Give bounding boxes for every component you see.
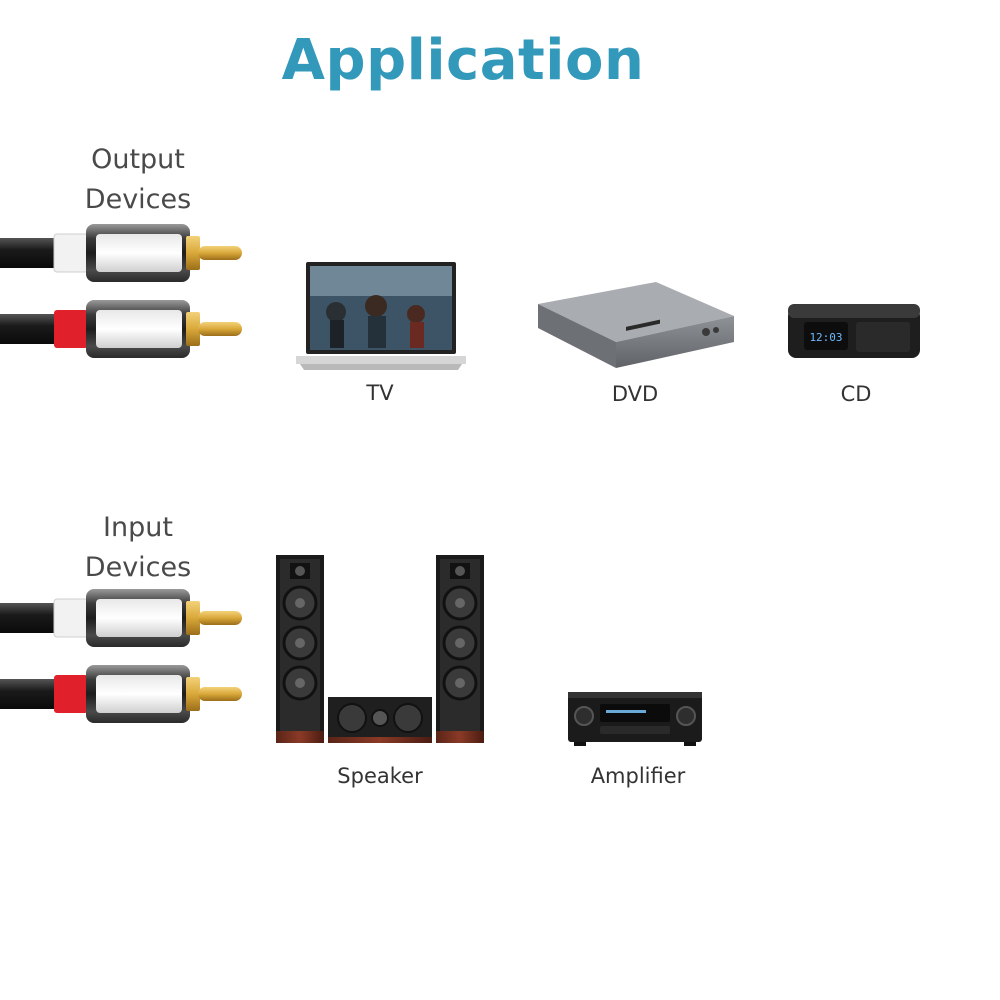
cd-player-icon: 12:03: [788, 304, 920, 358]
device-label-tv: TV: [366, 381, 394, 405]
device-label-speaker: Speaker: [337, 764, 423, 788]
output-label-line2: Devices: [84, 184, 192, 215]
speaker-system-icon: [276, 555, 484, 743]
device-label-amplifier: Amplifier: [590, 764, 686, 788]
output-devices-label: Output Devices: [38, 140, 238, 220]
device-label-dvd: DVD: [611, 382, 659, 406]
output-label-line1: Output: [91, 144, 185, 175]
amplifier-icon: [568, 692, 702, 746]
rca-plug-red-icon: [0, 300, 242, 358]
input-devices-label: Input Devices: [38, 508, 238, 588]
input-label-line1: Input: [103, 512, 173, 543]
rca-plug-white-icon: [0, 589, 242, 647]
rca-plug-red-icon: [0, 665, 242, 723]
rca-plug-white-icon: [0, 224, 242, 282]
device-label-cd: CD: [840, 382, 872, 406]
page-title: Application: [281, 28, 645, 93]
tv-icon: [296, 262, 466, 370]
svg-text:12:03: 12:03: [809, 331, 842, 344]
input-label-line2: Devices: [84, 552, 192, 583]
dvd-player-icon: [538, 282, 734, 368]
